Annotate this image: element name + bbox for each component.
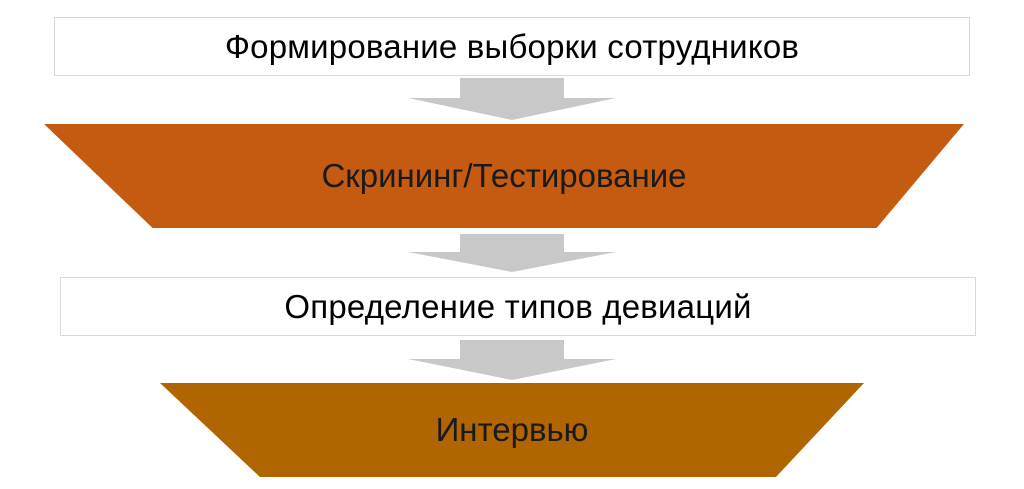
step-screening-testing: Скрининг/Тестирование: [44, 124, 964, 228]
down-arrow-2-shape: [408, 234, 616, 272]
step-interview-label: Интервью: [435, 411, 589, 448]
down-arrow-2: [408, 234, 616, 272]
down-arrow-1: [408, 78, 616, 120]
step-screening-testing-label: Скрининг/Тестирование: [321, 157, 687, 194]
step-employee-sampling: Формирование выборки сотрудников: [54, 17, 970, 76]
step-interview: Интервью: [160, 383, 864, 477]
step-deviation-types-label: Определение типов девиаций: [284, 287, 752, 325]
step-deviation-types: Определение типов девиаций: [60, 277, 976, 336]
down-arrow-3: [408, 340, 616, 380]
down-arrow-1-shape: [408, 78, 616, 120]
step-employee-sampling-label: Формирование выборки сотрудников: [224, 27, 800, 65]
down-arrow-3-shape: [408, 340, 616, 380]
